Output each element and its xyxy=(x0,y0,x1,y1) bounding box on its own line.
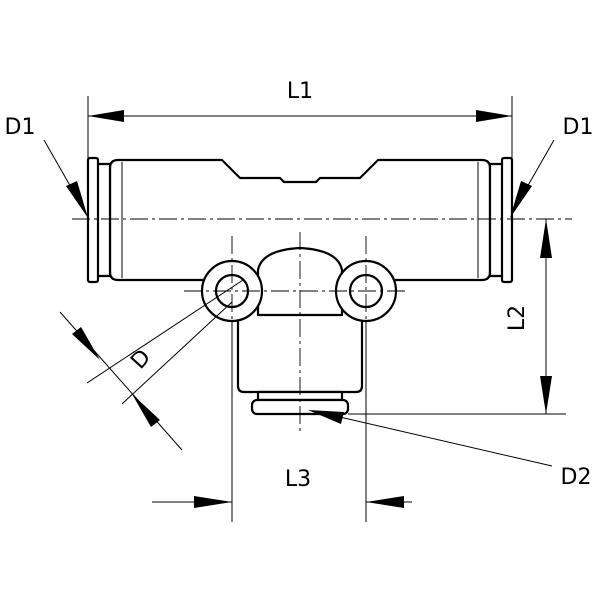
d2-arrow xyxy=(308,410,344,424)
l1-label: L1 xyxy=(287,79,313,104)
leader-d2: D2 xyxy=(308,410,591,490)
right-collet xyxy=(488,156,514,284)
d-extension-lower xyxy=(121,301,233,405)
d2-label: D2 xyxy=(561,465,592,490)
d-label: D xyxy=(126,345,156,374)
d1-left-label: D1 xyxy=(5,115,36,140)
d-extension-upper xyxy=(86,279,244,384)
leader-d1-left: D1 xyxy=(5,115,88,218)
dimension-l2: L2 xyxy=(348,219,566,415)
d2-leader-line xyxy=(317,411,553,467)
l3-label: L3 xyxy=(285,467,311,492)
l3-arrow-right xyxy=(366,496,404,508)
stem-hub xyxy=(256,246,344,317)
d1-right-label: D1 xyxy=(563,115,594,140)
left-collet-flange xyxy=(86,156,100,284)
center-lines xyxy=(72,218,572,432)
leader-d1-right: D1 xyxy=(510,115,593,218)
l1-arrow-left xyxy=(88,110,124,122)
d1-right-arrow xyxy=(510,181,532,218)
l1-arrow-right xyxy=(476,110,512,122)
d-arrow-upper xyxy=(72,327,100,360)
d1-left-arrow xyxy=(66,181,88,218)
dimension-l1: L1 xyxy=(87,79,513,158)
left-collet xyxy=(86,156,112,284)
dimension-l3: L3 xyxy=(152,320,412,522)
d-arrow-lower xyxy=(132,394,160,427)
right-collet-flange xyxy=(500,156,514,284)
l3-arrow-left xyxy=(194,496,232,508)
l2-arrow-bottom xyxy=(540,376,552,414)
l2-arrow-top xyxy=(540,219,552,258)
l2-label: L2 xyxy=(505,305,530,331)
